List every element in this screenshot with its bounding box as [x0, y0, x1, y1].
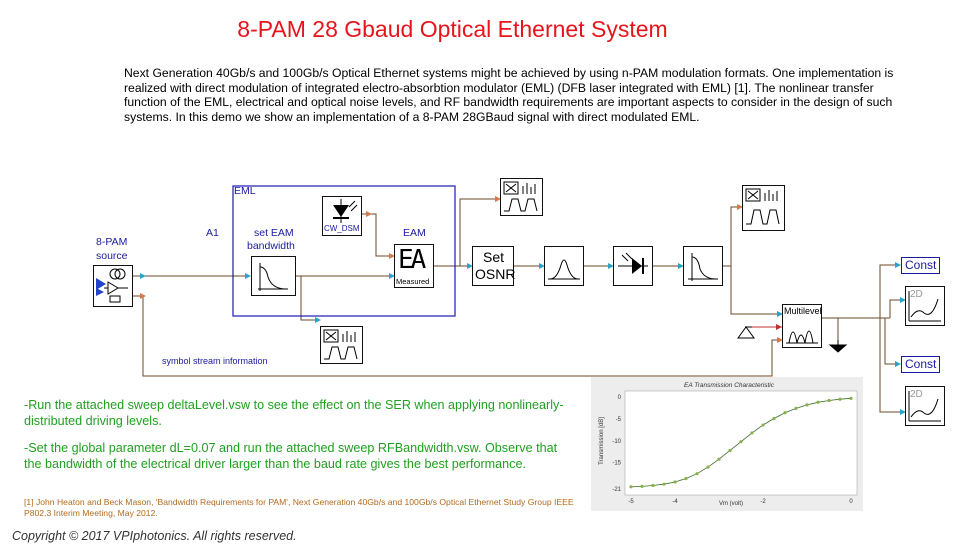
spectrum-analyzer-2[interactable] — [320, 326, 363, 364]
spectrum-analyzer-1[interactable] — [500, 178, 543, 216]
photodiode-icon — [618, 252, 648, 274]
eam-bandwidth-label-2: bandwidth — [247, 240, 295, 252]
data-point — [761, 423, 765, 427]
data-point — [816, 400, 820, 404]
data-point — [651, 483, 655, 488]
chart-xlabel: Vm (volt) — [719, 501, 743, 507]
cw-laser-block[interactable]: CW_DSM — [322, 196, 362, 236]
note-deltalevel: -Run the attached sweep deltaLevel.vsw t… — [24, 398, 564, 428]
data-point — [662, 482, 666, 486]
ea-transmission-chart: EA Transmission Characteristic Vm (volt)… — [591, 377, 863, 511]
data-point — [750, 431, 754, 435]
constellation-plot-1[interactable]: 2D — [905, 286, 945, 326]
x-tick-label: 0 — [849, 499, 853, 505]
page-title: 8-PAM 28 Gbaud Optical Ethernet System — [237, 16, 668, 42]
set-osnr-block[interactable]: Set OSNR — [472, 246, 516, 286]
laser-diode-icon — [333, 199, 358, 223]
y-tick-label: 0 — [618, 395, 622, 401]
eam-glyph: EA — [398, 245, 426, 275]
y-tick-label: -10 — [612, 439, 621, 445]
eye-diagram-icon — [786, 330, 818, 344]
electrical-filter-block[interactable] — [683, 246, 723, 286]
data-point — [717, 457, 721, 461]
data-point — [739, 440, 743, 444]
optical-filter-block[interactable] — [544, 246, 584, 286]
eam-block[interactable]: EA Measured — [394, 244, 434, 288]
y-tick-label: -21 — [612, 487, 621, 493]
analyzer-icon — [323, 329, 358, 360]
reference-text: [1] John Heaton and Beck Mason, 'Bandwid… — [24, 497, 574, 518]
data-point — [849, 396, 853, 400]
multilevel-block[interactable]: Multilevel — [782, 304, 822, 348]
y-tick-label: -5 — [616, 417, 622, 423]
data-point — [629, 485, 633, 489]
data-point — [772, 416, 776, 421]
data-point — [684, 476, 688, 481]
spectrum-analyzer-3[interactable] — [742, 185, 785, 231]
analyzer-icon — [745, 188, 780, 225]
pam-source-icon — [96, 268, 128, 303]
copyright-text: Copyright © 2017 VPIphotonics. All right… — [12, 529, 297, 543]
eam-bandwidth-filter-block[interactable] — [251, 256, 296, 296]
set-osnr-label-1: Set — [483, 249, 505, 265]
data-point — [640, 484, 644, 488]
eam-bandwidth-label-1: set EAM — [254, 227, 294, 239]
data-point — [805, 403, 809, 407]
source-label-1: 8-PAM — [96, 236, 128, 248]
x-tick-label: -2 — [760, 499, 766, 505]
chart-ylabel: Transmission [dB] — [599, 417, 605, 465]
data-point — [706, 465, 710, 469]
description-text: Next Generation 40Gb/s and 100Gb/s Optic… — [124, 66, 894, 124]
data-point — [827, 398, 831, 403]
a1-label: A1 — [206, 227, 219, 239]
x-tick-label: -5 — [628, 499, 634, 505]
source-label-2: source — [96, 250, 128, 262]
lowpass-filter-icon — [258, 263, 288, 291]
data-point — [838, 397, 842, 401]
chart-title: EA Transmission Characteristic — [684, 382, 775, 389]
x-tick-label: -4 — [672, 499, 678, 505]
set-osnr-label-2: OSNR — [475, 266, 516, 282]
plot-2d-icon — [908, 291, 941, 322]
pam-source-block[interactable] — [93, 265, 133, 307]
twod-label-1: 2D — [910, 289, 923, 300]
data-point — [728, 448, 732, 453]
eml-group-label: EML — [234, 185, 256, 197]
data-point — [794, 406, 798, 410]
y-tick-label: -15 — [612, 461, 621, 467]
lowpass-filter-icon-2 — [688, 253, 718, 281]
multilevel-label: Multilevel — [784, 306, 822, 316]
twod-label-2: 2D — [910, 389, 923, 400]
const-label-1[interactable]: Const — [901, 257, 941, 274]
note-rfbandwidth: -Set the global parameter dL=0.07 and ru… — [24, 441, 558, 471]
constellation-plot-2[interactable]: 2D — [905, 386, 945, 426]
plot-2d-icon — [908, 391, 941, 422]
eam-measured-label: Measured — [396, 277, 430, 286]
symbol-stream-label: symbol stream information — [162, 356, 268, 366]
cw-label: CW_DSM — [324, 224, 360, 233]
bandpass-filter-icon — [548, 259, 580, 280]
photodiode-block[interactable] — [613, 246, 653, 286]
data-point — [783, 411, 787, 415]
analyzer-icon — [503, 181, 538, 212]
eam-label: EAM — [403, 227, 426, 239]
data-point — [695, 472, 699, 476]
const-label-2[interactable]: Const — [901, 356, 941, 373]
data-point — [673, 480, 677, 484]
